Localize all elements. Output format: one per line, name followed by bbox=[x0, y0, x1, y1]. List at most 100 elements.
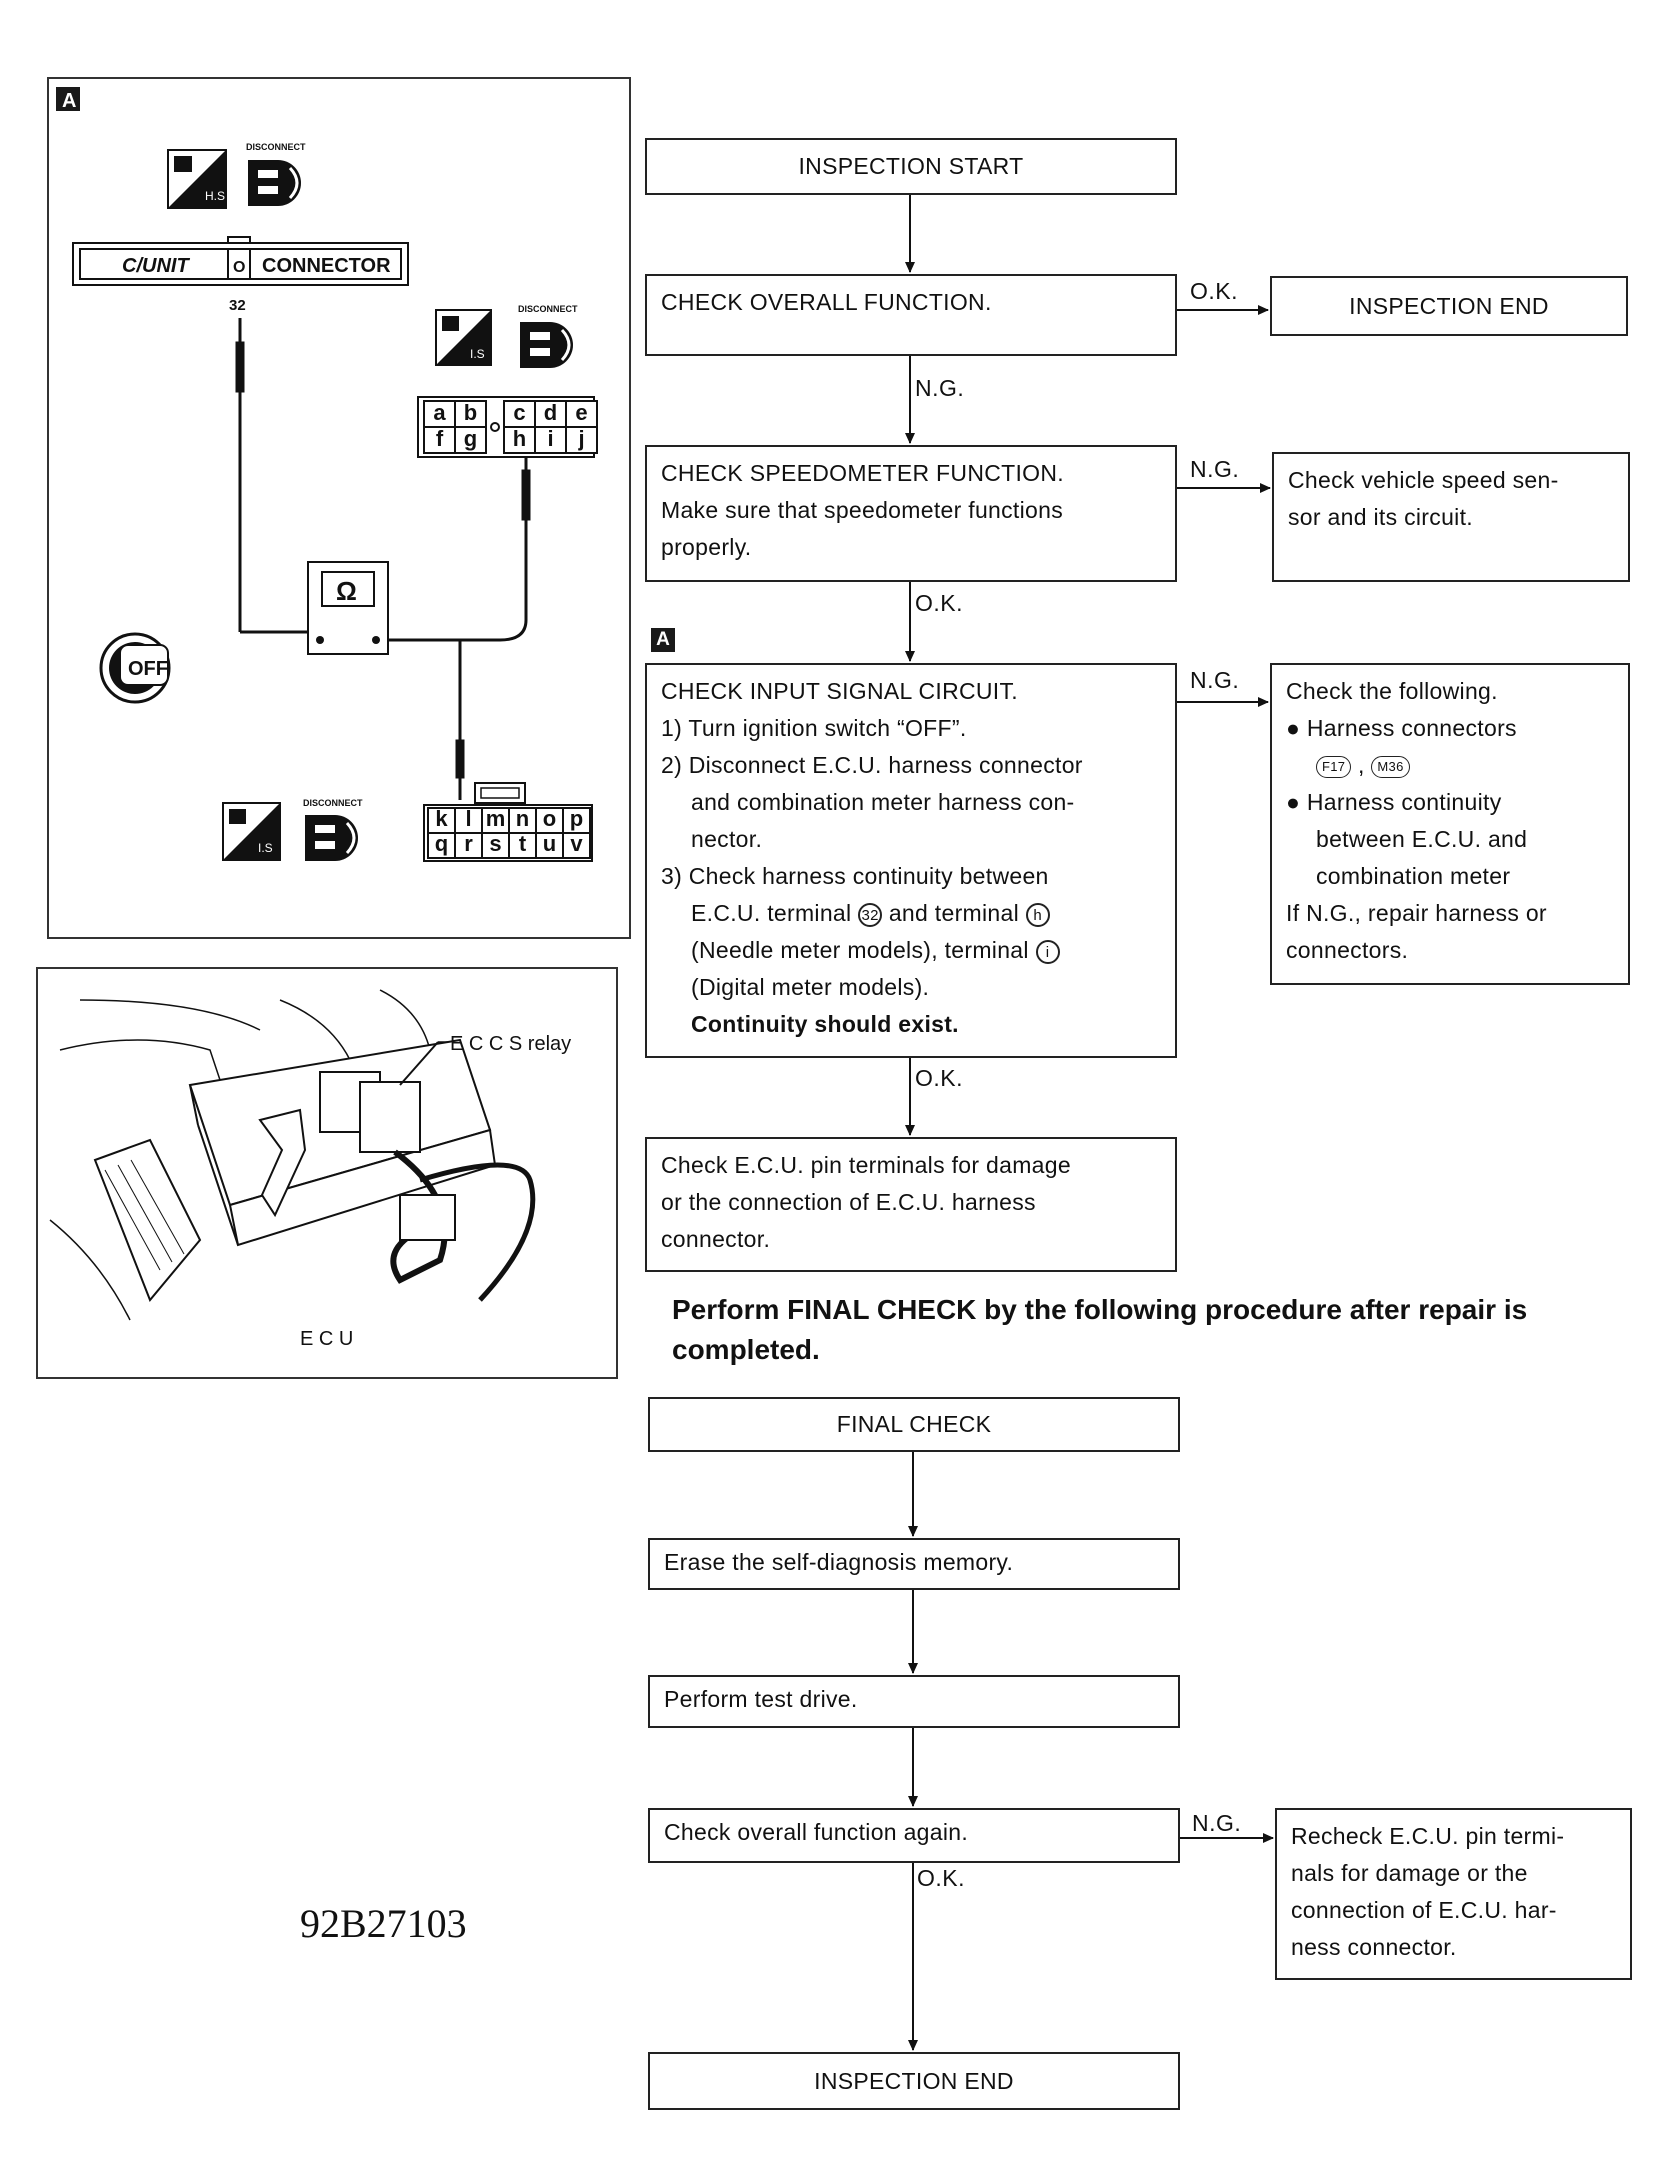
speed-sensor-line-1: Check vehicle speed sen- bbox=[1288, 467, 1559, 493]
bullet-2-line-b: between E.C.U. and bbox=[1316, 826, 1528, 852]
check-input-signal-box: CHECK INPUT SIGNAL CIRCUIT. 1) Turn igni… bbox=[645, 663, 1177, 1058]
final-check-text: FINAL CHECK bbox=[836, 1411, 992, 1437]
svg-text:I.S: I.S bbox=[470, 347, 485, 361]
connector-pin-r: r bbox=[464, 831, 473, 856]
inspection-start-box: INSPECTION START bbox=[645, 138, 1177, 195]
ng-label-overall: N.G. bbox=[915, 375, 965, 401]
ok-label-final: O.K. bbox=[917, 1865, 966, 1891]
disconnect-connector-icon-top bbox=[248, 160, 301, 206]
vehicle-speed-sensor-box: Check vehicle speed sen- sor and its cir… bbox=[1272, 452, 1630, 582]
ok-label-input: O.K. bbox=[915, 1065, 964, 1091]
check-following-tail-1: If N.G., repair harness or bbox=[1286, 900, 1547, 926]
recheck-line-3: connection of E.C.U. har- bbox=[1291, 1897, 1557, 1923]
input-step-3c: (Needle meter models), terminal i bbox=[661, 932, 1161, 969]
connector-pin-v: v bbox=[570, 831, 583, 856]
input-step-2c: nector. bbox=[691, 826, 763, 852]
connector-pin-s: s bbox=[489, 831, 501, 856]
speedo-line-1: CHECK SPEEDOMETER FUNCTION. bbox=[661, 460, 1064, 486]
eccs-relay-label: E C C S relay bbox=[450, 1033, 571, 1055]
ng-label-final: N.G. bbox=[1192, 1810, 1242, 1836]
flow-connectors bbox=[905, 195, 1274, 2051]
disconnect-label-mid: DISCONNECT bbox=[518, 304, 578, 314]
connector-pin-m: m bbox=[486, 806, 506, 831]
ok-label-speedo: O.K. bbox=[915, 590, 964, 616]
connector-pin-cell bbox=[562, 807, 591, 834]
terminal-32-label: 32 bbox=[229, 297, 246, 314]
connector-label: CONNECTOR bbox=[262, 255, 391, 277]
harness-connectors-text: Harness connectors bbox=[1306, 715, 1517, 741]
check-following-bullet-1: ● Harness connectors bbox=[1286, 715, 1517, 741]
panel-a-label-bg bbox=[56, 87, 80, 111]
terminal-i-mark: i bbox=[1035, 939, 1060, 964]
ng-label-input: N.G. bbox=[1190, 667, 1240, 693]
disconnect-label-bottom: DISCONNECT bbox=[303, 798, 363, 808]
check-pin-terminals-box: Check E.C.U. pin terminals for damage or… bbox=[645, 1137, 1177, 1272]
inspection-end-text-bottom: INSPECTION END bbox=[814, 2067, 1014, 2094]
connector-pin-cell bbox=[454, 426, 487, 454]
check-following-title: Check the following. bbox=[1286, 678, 1498, 704]
tester-leads bbox=[235, 318, 531, 800]
connector-pin-t: t bbox=[519, 831, 527, 856]
recheck-line-1: Recheck E.C.U. pin termi- bbox=[1291, 1823, 1565, 1849]
check-overall-function-text: CHECK OVERALL FUNCTION. bbox=[661, 289, 992, 315]
continuity-result: Continuity should exist. bbox=[691, 1011, 959, 1037]
disconnect-connector-icon-mid bbox=[520, 322, 573, 368]
connector-pin-cell bbox=[423, 426, 456, 454]
erase-memory-text: Erase the self-diagnosis memory. bbox=[664, 1549, 1014, 1575]
section-a-badge: A bbox=[651, 628, 675, 652]
inspection-end-box-bottom: INSPECTION END bbox=[648, 2052, 1180, 2110]
ok-label-overall: O.K. bbox=[1190, 278, 1239, 304]
erase-memory-box: Erase the self-diagnosis memory. bbox=[648, 1538, 1180, 1590]
connector-f17-mark: F17 bbox=[1316, 755, 1352, 778]
check-overall-again-box: Check overall function again. bbox=[648, 1808, 1180, 1863]
ignition-key-icon bbox=[99, 632, 171, 704]
pin-check-line-3: connector. bbox=[661, 1226, 771, 1252]
connector-pin-cell bbox=[503, 426, 536, 454]
connector-pin-e: e bbox=[575, 400, 587, 425]
tester-mode-icon-mid: I.S bbox=[435, 309, 492, 366]
connector-pin-i: i bbox=[547, 426, 553, 451]
panel-a-frame bbox=[47, 77, 631, 939]
connector-pin-u: u bbox=[543, 831, 556, 856]
disconnect-label-top: DISCONNECT bbox=[246, 142, 306, 152]
connector-pin-cell bbox=[454, 832, 483, 859]
input-step-3b-pre: E.C.U. terminal bbox=[691, 900, 852, 926]
cunit-mid-mark: O bbox=[233, 259, 245, 276]
input-step-3b: E.C.U. terminal 32 and terminal h bbox=[661, 895, 1161, 932]
input-step-3c-text: (Needle meter models), terminal bbox=[691, 937, 1029, 963]
bullet-2-line-c: combination meter bbox=[1316, 863, 1511, 889]
pin-check-line-2: or the connection of E.C.U. harness bbox=[661, 1189, 1036, 1215]
check-following-tail-2: connectors. bbox=[1286, 937, 1409, 963]
check-following-box: Check the following. ● Harness connector… bbox=[1270, 663, 1630, 985]
harness-continuity-text: Harness continuity bbox=[1306, 789, 1502, 815]
tester-mode-icon-top: H.S bbox=[167, 149, 227, 209]
input-step-3b-mid: and terminal bbox=[888, 900, 1020, 926]
connector-code-separator: , bbox=[1358, 752, 1365, 778]
input-step-2b: and combination meter harness con- bbox=[691, 789, 1075, 815]
connector-pin-j: j bbox=[577, 426, 584, 451]
connector-pin-b: b bbox=[464, 400, 477, 425]
disconnect-connector-icon-bottom bbox=[305, 815, 358, 861]
ohmmeter-icon bbox=[307, 561, 389, 655]
input-step-3d: (Digital meter models). bbox=[691, 974, 930, 1000]
test-drive-box: Perform test drive. bbox=[648, 1675, 1180, 1728]
cunit-connector-bar bbox=[72, 236, 409, 286]
final-check-box: FINAL CHECK bbox=[648, 1397, 1180, 1452]
cunit-label: C/UNIT bbox=[122, 255, 190, 277]
connector-pin-d: d bbox=[544, 400, 557, 425]
check-speedometer-box: CHECK SPEEDOMETER FUNCTION. Make sure th… bbox=[645, 445, 1177, 582]
connector-pin-cell bbox=[562, 832, 591, 859]
connector-pin-cell bbox=[423, 400, 456, 428]
key-off-label: OFF bbox=[128, 658, 168, 680]
svg-text:I.S: I.S bbox=[258, 841, 273, 855]
connector-pin-f: f bbox=[436, 426, 444, 451]
connector-pin-c: c bbox=[513, 400, 525, 425]
input-step-2a: 2) Disconnect E.C.U. harness connector bbox=[661, 752, 1083, 778]
final-check-note: Perform FINAL CHECK by the following pro… bbox=[672, 1294, 1528, 1365]
connector-pin-h: h bbox=[513, 426, 526, 451]
connector-pin-k: k bbox=[435, 806, 448, 831]
inspection-end-box-top: INSPECTION END bbox=[1270, 276, 1628, 336]
check-overall-again-text: Check overall function again. bbox=[664, 1819, 969, 1845]
tester-mode-icon-bottom: I.S bbox=[222, 802, 281, 861]
